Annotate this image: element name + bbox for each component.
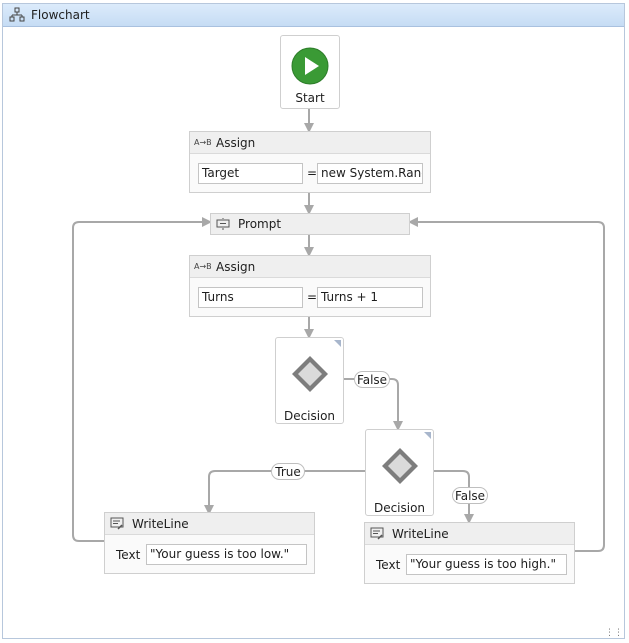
prompt-icon: [216, 218, 230, 230]
writeline-too-low-text-label: Text: [116, 548, 141, 562]
start-node[interactable]: Start: [280, 35, 340, 109]
decision-1-false-label[interactable]: False: [354, 371, 390, 388]
decision-1-diamond-icon: [292, 356, 328, 392]
writeline-too-high-text-label: Text: [376, 558, 401, 572]
wire-loop-left: [72, 217, 212, 542]
decision-2-node[interactable]: Decision: [365, 429, 434, 516]
assign-target-value-field[interactable]: new System.Random: [317, 163, 423, 184]
assign-icon: A→B: [194, 138, 212, 147]
decision-2-label: Decision: [373, 501, 426, 515]
assign-target-activity[interactable]: A→B Assign Target = new System.Random: [189, 131, 431, 193]
assign-turns-equals: =: [307, 290, 318, 304]
assign-target-header: A→B Assign: [190, 132, 430, 154]
wire-loop-right: [408, 217, 605, 552]
writeline-icon: [370, 527, 384, 540]
writeline-too-low-header: WriteLine: [105, 513, 314, 535]
decision-1-corner-marker: [334, 340, 341, 347]
assign-target-equals: =: [307, 166, 318, 180]
assign-target-title: Assign: [216, 135, 256, 150]
wire-decision2-false: [434, 470, 474, 524]
start-label: Start: [295, 91, 325, 105]
writeline-too-high-activity[interactable]: WriteLine Text "Your guess is too high.": [364, 522, 575, 584]
decision-1-label: Decision: [283, 409, 336, 423]
assign-turns-header: A→B Assign: [190, 256, 430, 278]
assign-turns-to-field[interactable]: Turns: [198, 287, 303, 308]
writeline-too-low-activity[interactable]: WriteLine Text "Your guess is too low.": [104, 512, 315, 574]
assign-icon: A→B: [194, 262, 212, 271]
assign-target-to-field[interactable]: Target: [198, 163, 303, 184]
assign-turns-value-field[interactable]: Turns + 1: [317, 287, 423, 308]
decision-2-corner-marker: [424, 432, 431, 439]
prompt-title: Prompt: [238, 217, 282, 231]
decision-2-true-label[interactable]: True: [271, 463, 305, 480]
writeline-too-high-text-field[interactable]: "Your guess is too high.": [406, 554, 567, 575]
writeline-too-high-header: WriteLine: [365, 523, 574, 545]
resize-grip-icon[interactable]: ⋮⋮: [605, 628, 623, 638]
start-play-icon: [291, 47, 329, 85]
writeline-too-low-text-field[interactable]: "Your guess is too low.": [146, 544, 307, 565]
assign-turns-title: Assign: [216, 259, 256, 274]
writeline-icon: [110, 517, 124, 530]
writeline-too-high-title: WriteLine: [392, 526, 449, 541]
wire-decision2-true: [204, 470, 365, 515]
assign-turns-activity[interactable]: A→B Assign Turns = Turns + 1: [189, 255, 431, 317]
flowchart-title: Flowchart: [31, 8, 90, 22]
decision-1-node[interactable]: Decision: [275, 337, 344, 424]
wire-decision1-false: [344, 378, 403, 431]
decision-2-false-label[interactable]: False: [452, 487, 488, 504]
writeline-too-low-title: WriteLine: [132, 516, 189, 531]
flowchart-title-bar: Flowchart: [3, 4, 624, 27]
decision-2-diamond-icon: [382, 448, 418, 484]
flowchart-icon: [9, 7, 25, 22]
prompt-activity[interactable]: Prompt: [210, 213, 410, 235]
